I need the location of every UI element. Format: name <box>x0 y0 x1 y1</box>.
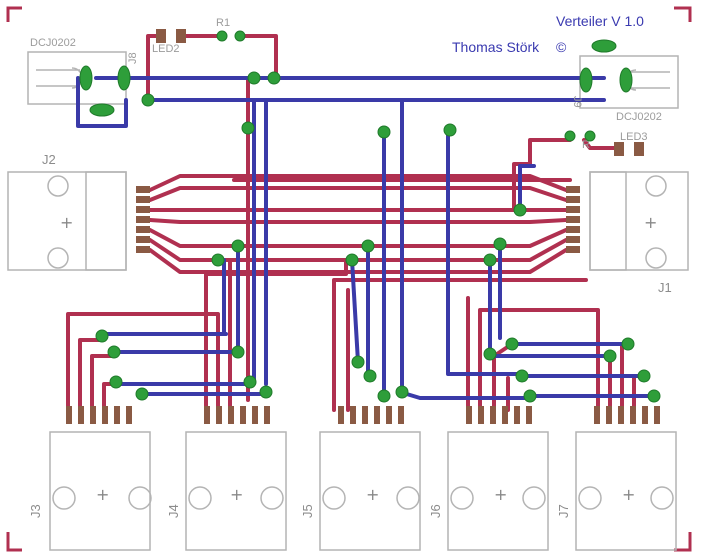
svg-text:+: + <box>494 485 507 504</box>
dcj-left-label: DCJ0202 <box>30 37 76 49</box>
svg-text:+: + <box>60 213 73 232</box>
board-corner-marks <box>6 6 692 552</box>
led3-pad-a <box>614 142 624 156</box>
j4-label: J4 <box>166 504 181 518</box>
board-title: Verteiler V 1.0 Thomas Störk © <box>452 13 644 55</box>
vias <box>79 30 661 403</box>
j3-label: J3 <box>28 504 43 518</box>
led3-pad-b <box>634 142 644 156</box>
led3-label: LED3 <box>620 131 648 143</box>
j5-label: J5 <box>300 504 315 518</box>
components: LED2 LED3 R1 R J8 J9 <box>66 17 660 424</box>
jack-j3: + J3 <box>28 431 152 551</box>
svg-text:+: + <box>644 213 657 232</box>
jack-j6: + J6 <box>428 431 549 551</box>
jack-j5: + J5 <box>300 431 421 551</box>
svg-text:+: + <box>366 485 379 504</box>
j7-label: J7 <box>556 504 571 518</box>
led2-pad-b <box>176 29 186 43</box>
svg-text:+: + <box>622 485 635 504</box>
author-text: Thomas Störk <box>452 39 540 55</box>
r1-label: R1 <box>216 17 230 29</box>
j8-label: J8 <box>127 52 139 64</box>
led2-pad-a <box>156 29 166 43</box>
jack-j2: J2 + <box>7 152 127 271</box>
copyright-symbol: © <box>556 39 567 55</box>
j9-label: J9 <box>571 96 583 108</box>
dcj-right-label: DCJ0202 <box>616 111 662 123</box>
r2-label: R <box>582 139 590 151</box>
j1-label: J1 <box>658 280 672 295</box>
title-text: Verteiler V 1.0 <box>556 13 644 29</box>
svg-text:+: + <box>230 485 243 504</box>
jack-j7: + J7 <box>556 431 677 551</box>
j6-label: J6 <box>428 504 443 518</box>
svg-text:+: + <box>96 485 109 504</box>
jack-j1: J1 + <box>589 171 689 295</box>
j2-label: J2 <box>42 152 56 167</box>
jack-j4: + J4 <box>166 431 287 551</box>
led2-label: LED2 <box>152 43 180 55</box>
